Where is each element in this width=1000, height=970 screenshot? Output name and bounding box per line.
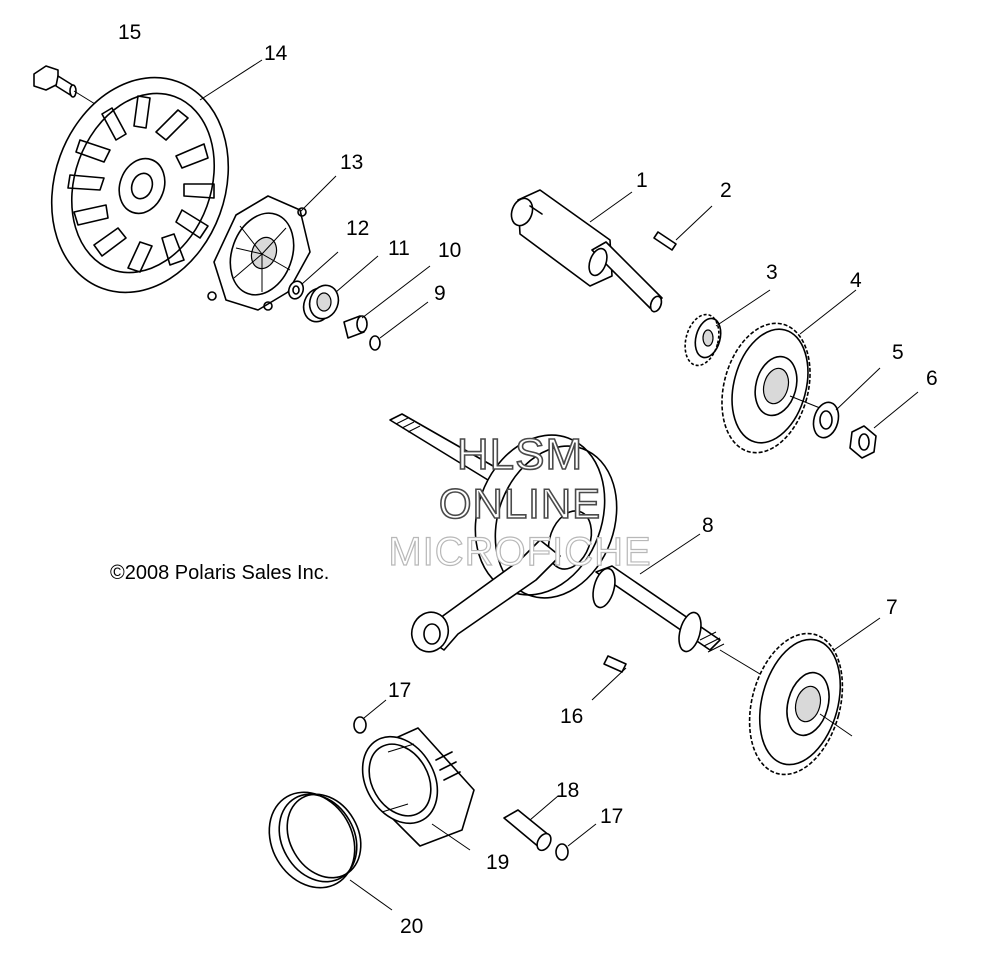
callout-12: 12: [346, 217, 370, 240]
part-12-washer: [287, 251, 339, 300]
part-19-piston: [361, 727, 475, 851]
callout-18: 18: [556, 779, 580, 802]
part-6-nut: [849, 391, 919, 459]
part-10-bushing: [343, 265, 431, 339]
part-4-large-gear: [721, 289, 857, 454]
callout-16: 16: [560, 705, 584, 728]
callout-6: 6: [926, 367, 938, 390]
part-13-stator-plate: [207, 175, 337, 311]
part-18-wrist-pin: [503, 795, 559, 852]
callout-5: 5: [892, 341, 904, 364]
watermark-line-2: ONLINE: [438, 479, 602, 528]
callout-17-right: 17: [600, 805, 624, 828]
part-11-bearing: [302, 255, 379, 323]
callout-15: 15: [118, 21, 142, 44]
callout-9: 9: [434, 282, 446, 305]
part-1-balance-shaft: [510, 189, 663, 313]
watermark-line-3: MICROFICHE: [388, 529, 652, 574]
callout-3: 3: [766, 261, 778, 284]
callout-1: 1: [636, 169, 648, 192]
callout-10: 10: [438, 239, 462, 262]
part-15-bolt: [33, 65, 109, 113]
part-17-circlip-right: [555, 823, 597, 861]
part-17-circlip-left: [353, 699, 387, 734]
callout-14: 14: [264, 42, 288, 65]
callout-19: 19: [486, 851, 510, 874]
part-8-crankshaft: [389, 413, 771, 681]
part-14-flywheel: [50, 59, 263, 294]
part-9-ring: [369, 301, 429, 351]
callout-17-left: 17: [388, 679, 412, 702]
part-7-crank-gear: [748, 617, 881, 776]
copyright-notice: ©2008 Polaris Sales Inc.: [110, 562, 330, 584]
callout-4: 4: [850, 269, 862, 292]
callout-2: 2: [720, 179, 732, 202]
callout-13: 13: [340, 151, 364, 174]
callout-20: 20: [400, 915, 424, 938]
part-2-pin: [653, 205, 713, 251]
part-20-ring-set: [268, 791, 393, 911]
callout-8: 8: [702, 514, 714, 537]
part-16-key: [591, 655, 627, 701]
callout-7: 7: [886, 596, 898, 619]
part-5-washer: [812, 367, 881, 439]
part-3-small-gear: [684, 289, 771, 367]
watermark-line-1: HLSM: [456, 429, 584, 480]
callout-11: 11: [388, 237, 410, 260]
